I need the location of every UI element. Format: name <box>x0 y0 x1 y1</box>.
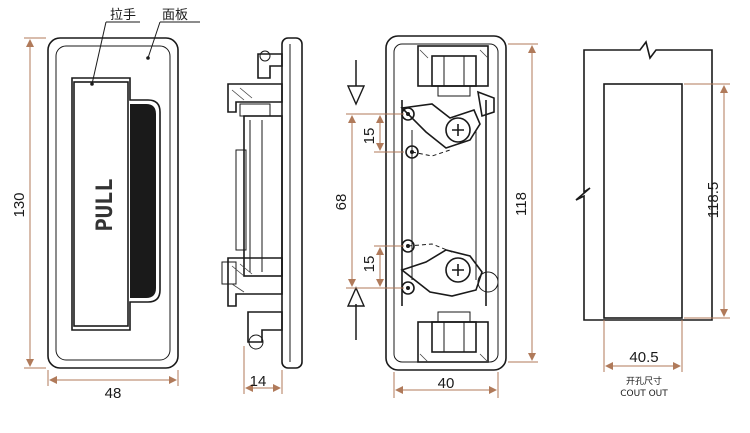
front-width-dim: 48 <box>105 385 122 402</box>
handle-face <box>73 81 129 327</box>
rear-width-dim: 40 <box>438 375 455 392</box>
rear-view: 68 15 15 118 40 <box>333 35 538 398</box>
cutout-width-dim: 40.5 <box>629 349 658 366</box>
side-depth-dim: 14 <box>250 373 267 390</box>
handle-label: 拉手 <box>110 8 136 23</box>
front-height-dim: 130 <box>11 192 28 217</box>
pivot-offset-top-dim: 15 <box>361 128 378 145</box>
cutout-label-en: COUT OUT <box>620 389 668 399</box>
front-view: PULL 拉手 面板 130 48 <box>11 8 200 402</box>
pull-label: PULL <box>93 179 118 232</box>
front-panel-inner <box>55 45 171 361</box>
cutout-label-cn: 开孔尺寸 <box>626 375 662 387</box>
rear-height-dim: 118 <box>513 192 530 216</box>
front-panel-outer <box>47 37 179 369</box>
cutout-opening <box>603 83 683 319</box>
panel-leader <box>147 21 161 59</box>
panel-label: 面板 <box>162 8 188 23</box>
pivot-span-dim: 68 <box>333 194 350 211</box>
side-panel <box>281 37 303 369</box>
cutout-view: 118.5 40.5 开孔尺寸 COUT OUT <box>575 40 730 399</box>
handle-recess <box>71 77 161 331</box>
handle-recess-shadow <box>130 104 156 298</box>
pivot-offset-bottom-dim: 15 <box>361 256 378 273</box>
rear-panel-outer <box>385 35 507 371</box>
handle-leader <box>91 21 107 85</box>
side-view: 14 <box>221 37 303 394</box>
cutout-height-dim: 118.5 <box>705 182 722 218</box>
